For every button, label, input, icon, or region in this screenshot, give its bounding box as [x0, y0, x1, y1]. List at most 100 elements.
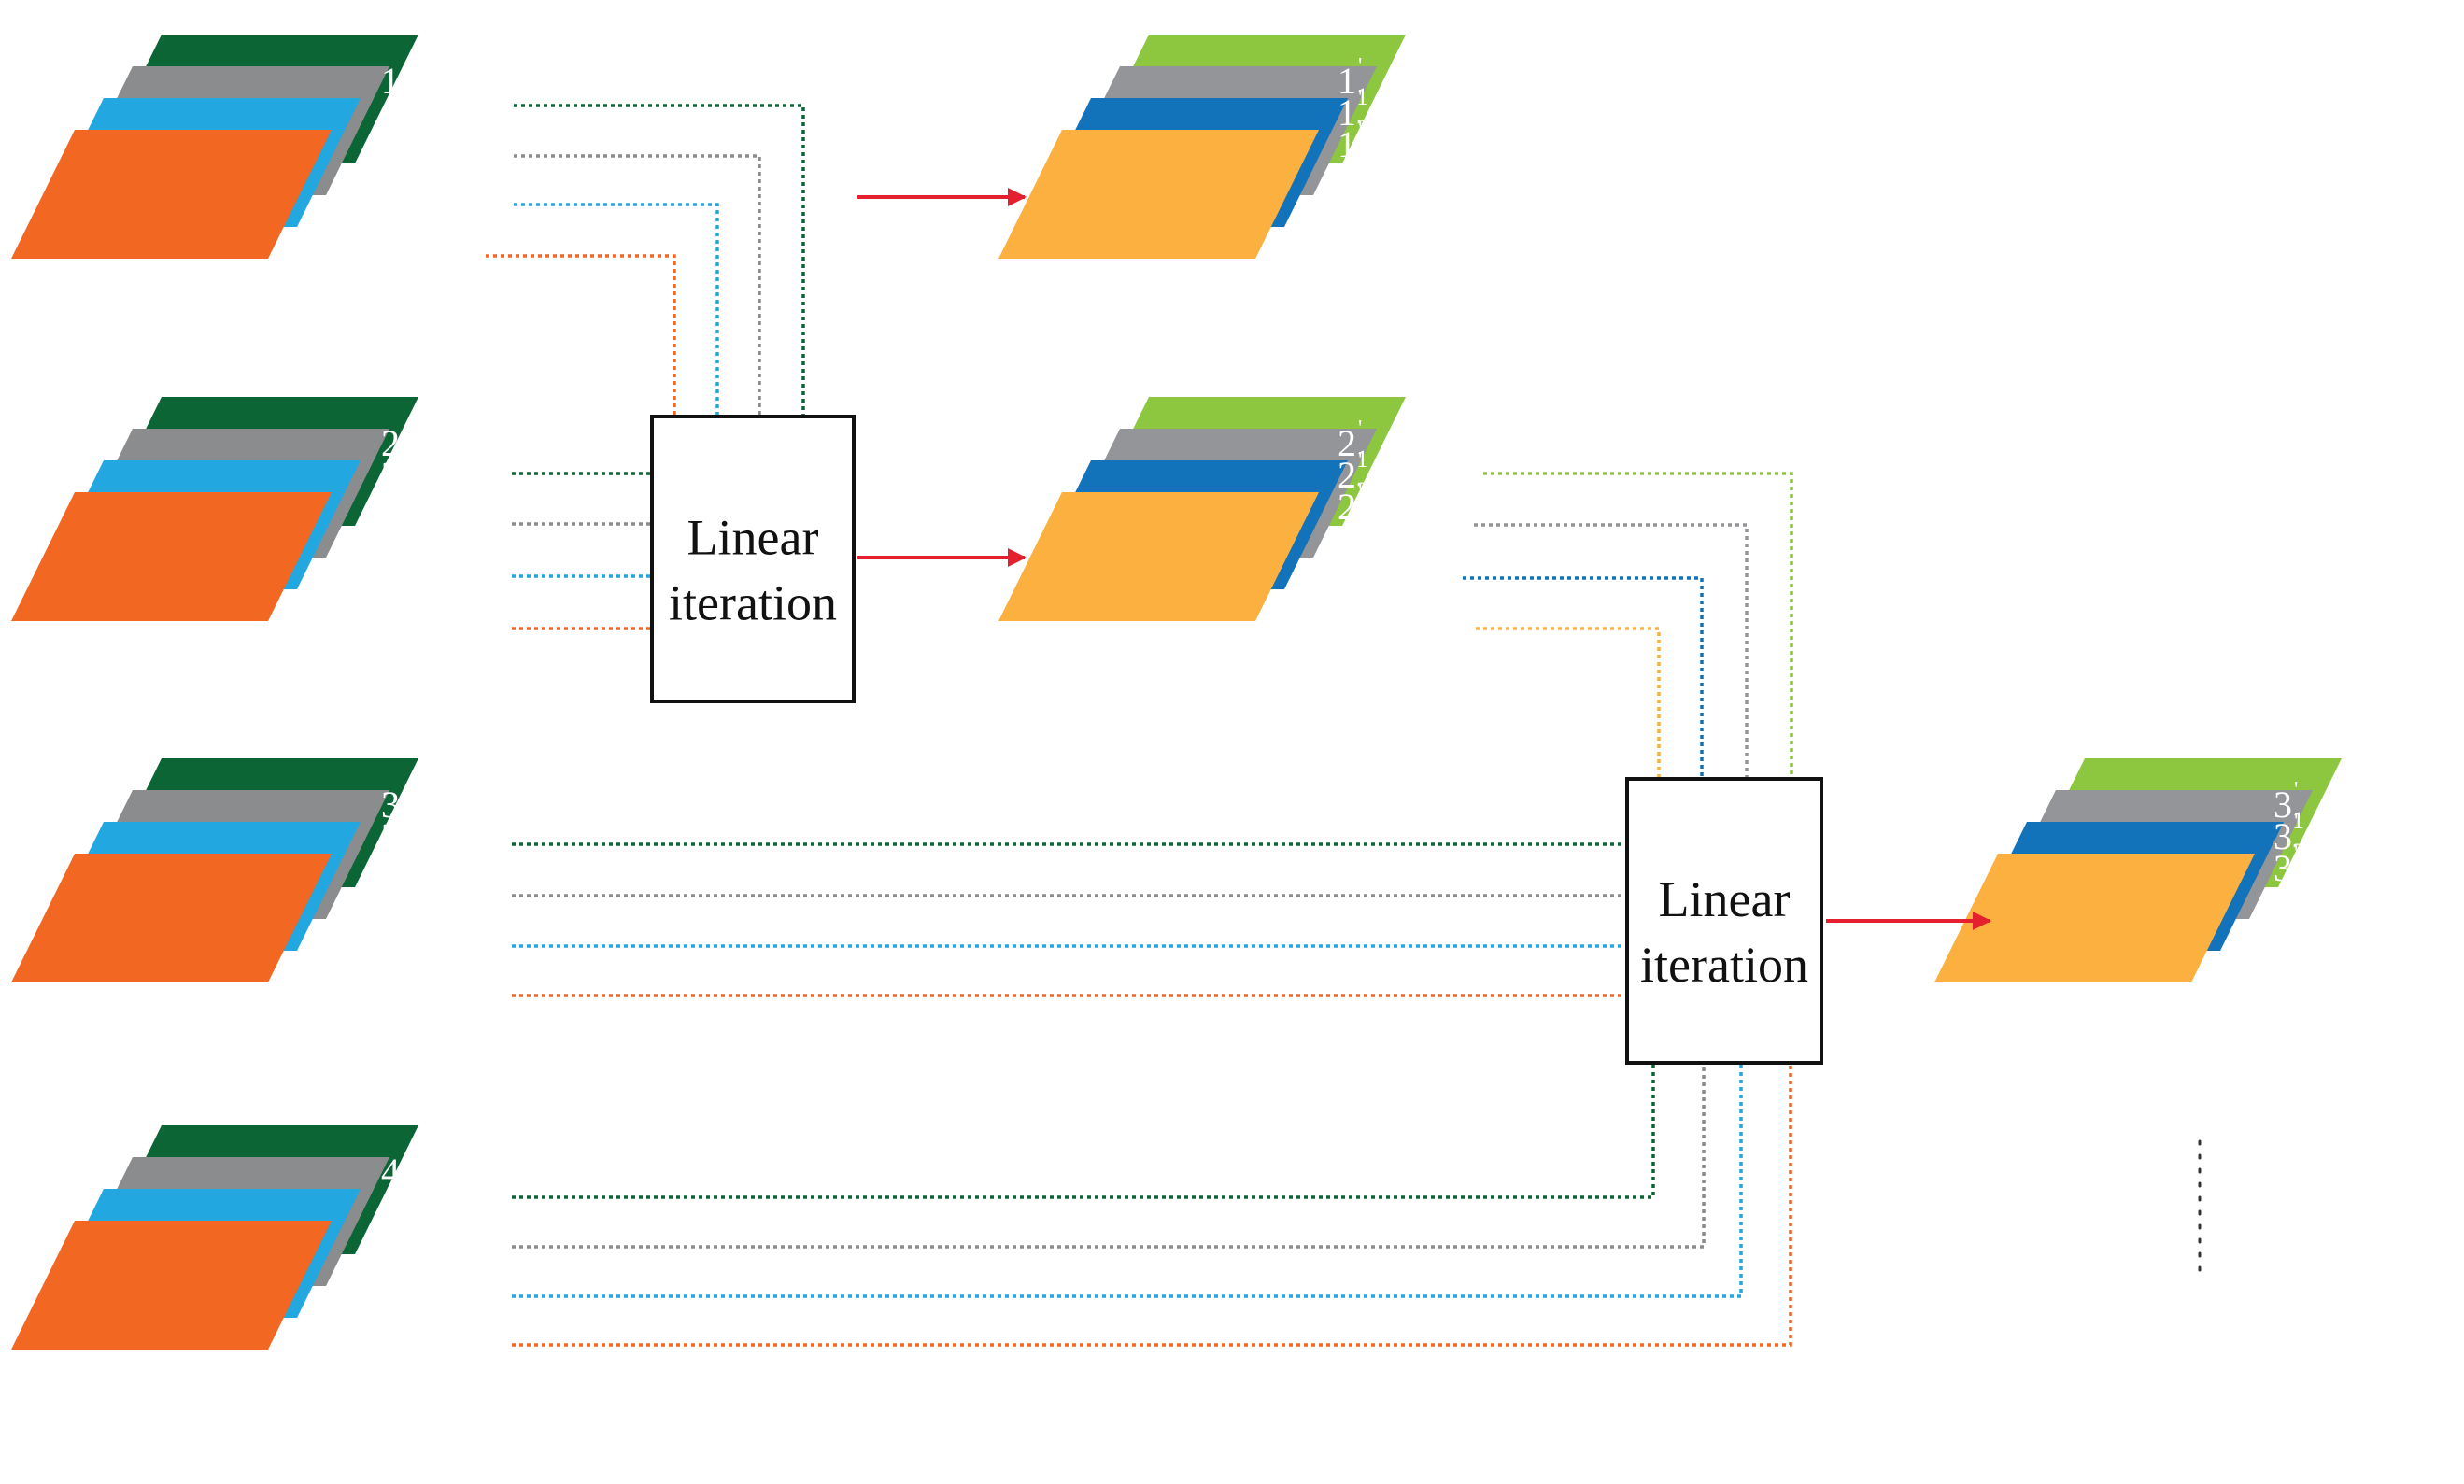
output-stack-1-label-3-prime: ' [1358, 118, 1362, 142]
input-stack-1-label-3: 13 [381, 123, 412, 174]
output-stack-3-label-4-base: 3 [2273, 879, 2292, 921]
output-stack-1-label-4: 14 [1338, 155, 1368, 205]
link-1-4 [486, 254, 676, 417]
output-stack-3-label-3: 33 [2273, 847, 2304, 897]
output-stack-2-label-1-prime: ' [1358, 417, 1362, 441]
output-stack-2-label-4-sub: 4 [1356, 541, 1368, 568]
output-stack-3-label-3-base: 3 [2273, 847, 2292, 889]
iteration-box-1: Linear iteration [650, 415, 856, 703]
output-stack-3-layer-4 [1934, 854, 2255, 982]
output-stack-1-label-4-prime: ' [1358, 149, 1362, 174]
output-stack-3: 31'32'33'34' [1934, 758, 2342, 982]
iteration-box-1-line1: Linear [687, 510, 819, 566]
input-stack-2-label-1-sub: 1 [400, 445, 412, 473]
layer-stacks: 1112131421222324313233344142434411'12'13… [11, 35, 2342, 1350]
output-stack-2-label-3: 23 [1338, 486, 1368, 536]
output-stack-3-label-2-prime: ' [2294, 810, 2298, 834]
output-stack-3-label-1-sub: 1 [2292, 807, 2304, 834]
iteration-box-1-line2: iteration [669, 575, 837, 631]
arrows [857, 188, 1991, 930]
input-stack-1-label-1-sub: 1 [400, 83, 412, 110]
input-stack-4-layer-4 [11, 1221, 332, 1350]
input-stack-3-label-3-sub: 3 [400, 870, 412, 897]
input-stack-3-label-2: 32 [381, 815, 412, 866]
input-stack-2-label-3-base: 2 [381, 486, 400, 528]
link-4-4 [512, 1063, 1792, 1347]
output-stack-2-label-3-sub: 3 [1356, 509, 1368, 536]
output-stack-1-label-3-sub: 3 [1356, 147, 1368, 174]
input-stack-2-label-3-sub: 3 [400, 509, 412, 536]
input-stack-3-label-4-base: 3 [381, 879, 400, 921]
input-stack-2-label-1: 21 [381, 422, 412, 473]
input-stack-1-label-2-base: 1 [381, 92, 400, 134]
input-stack-1-label-4-sub: 4 [400, 178, 412, 205]
output-stack-3-label-4: 34 [2273, 879, 2304, 929]
output-stack-3-label-4-sub: 4 [2292, 902, 2304, 929]
output-stack-1-label-4-base: 1 [1338, 155, 1356, 197]
link-4-3 [512, 1063, 1743, 1298]
input-stack-3-label-1: 31 [381, 784, 412, 834]
output-stack-3-label-4-prime: ' [2294, 873, 2298, 897]
input-stack-2-label-3: 23 [381, 486, 412, 536]
input-stack-2-label-4-sub: 4 [400, 541, 412, 568]
output-stack-1-label-4-sub: 4 [1356, 178, 1368, 205]
output-stack-3-label-2-sub: 2 [2292, 839, 2304, 866]
input-stack-1-label-1: 11 [381, 60, 412, 110]
output-stack-1-label-2-prime: ' [1358, 86, 1362, 110]
output-stack-1-label-3: 13 [1338, 123, 1368, 174]
input-stack-1-label-2: 12 [381, 92, 412, 142]
output-stack-2-label-2: 22 [1338, 454, 1368, 504]
input-stack-4-label-1-sub: 1 [400, 1174, 412, 1201]
input-stack-2-label-4-base: 2 [381, 517, 400, 559]
input-stack-3-label-1-base: 3 [381, 784, 400, 826]
input-stack-2-label-2-sub: 2 [400, 477, 412, 504]
link-1-3 [514, 203, 719, 417]
output-stack-2-label-2-prime: ' [1358, 448, 1362, 473]
output-stack-2-label-1: 21 [1338, 422, 1368, 473]
input-stack-4-label-1: 41 [381, 1151, 412, 1201]
output-stack-1-label-1: 11 [1338, 60, 1368, 110]
input-stack-3-label-4: 34 [381, 879, 412, 929]
input-stack-2-label-1-base: 2 [381, 422, 400, 464]
output-stack-1-label-2: 12 [1338, 92, 1368, 142]
output-stack-3-label-1-base: 3 [2273, 784, 2292, 826]
input-stack-3-label-2-sub: 2 [400, 839, 412, 866]
iteration-box-2-frame [1625, 777, 1823, 1065]
link-1-1 [514, 104, 805, 417]
connector-lines [486, 104, 1793, 1347]
output-stack-1-layer-4 [998, 130, 1319, 259]
output-stack-2-label-4-prime: ' [1358, 512, 1362, 536]
input-stack-4-label-3-base: 4 [381, 1214, 400, 1256]
output-stack-2-label-2-sub: 2 [1356, 477, 1368, 504]
link-1-2 [514, 154, 761, 417]
input-stack-4-label-1-base: 4 [381, 1151, 400, 1193]
input-stack-3-layer-4 [11, 854, 332, 982]
input-stack-2-layer-4 [11, 492, 332, 621]
input-stack-3-label-3-base: 3 [381, 847, 400, 889]
output-stack-2-label-1-sub: 1 [1356, 445, 1368, 473]
input-stack-4-label-4-sub: 4 [400, 1269, 412, 1296]
output-stack-1-label-2-base: 1 [1338, 92, 1356, 134]
input-stack-1-layer-4 [11, 130, 332, 259]
input-stack-1-label-1-base: 1 [381, 60, 400, 102]
input-stack-4-label-3: 43 [381, 1214, 412, 1265]
output-stack-2-label-1-base: 2 [1338, 422, 1356, 464]
input-stack-2-label-4: 24 [381, 517, 412, 568]
output-stack-2-label-2-base: 2 [1338, 454, 1356, 496]
input-stack-1-label-4-base: 1 [381, 155, 400, 197]
input-stack-3-label-2-base: 3 [381, 815, 400, 857]
iteration-box-2-line2: iteration [1640, 937, 1808, 993]
link-o2-1 [1483, 472, 1793, 779]
output-stack-1-label-1-prime: ' [1358, 54, 1362, 78]
input-stack-4-label-3-sub: 3 [400, 1237, 412, 1265]
link-4-1 [512, 1063, 1655, 1199]
output-stack-3-label-3-sub: 3 [2292, 870, 2304, 897]
input-stack-4-label-4: 44 [381, 1246, 412, 1296]
input-stack-3-label-3: 33 [381, 847, 412, 897]
output-stack-3-label-1-prime: ' [2294, 778, 2298, 802]
output-stack-2-label-4: 24 [1338, 517, 1368, 568]
link-4-2 [512, 1063, 1706, 1249]
